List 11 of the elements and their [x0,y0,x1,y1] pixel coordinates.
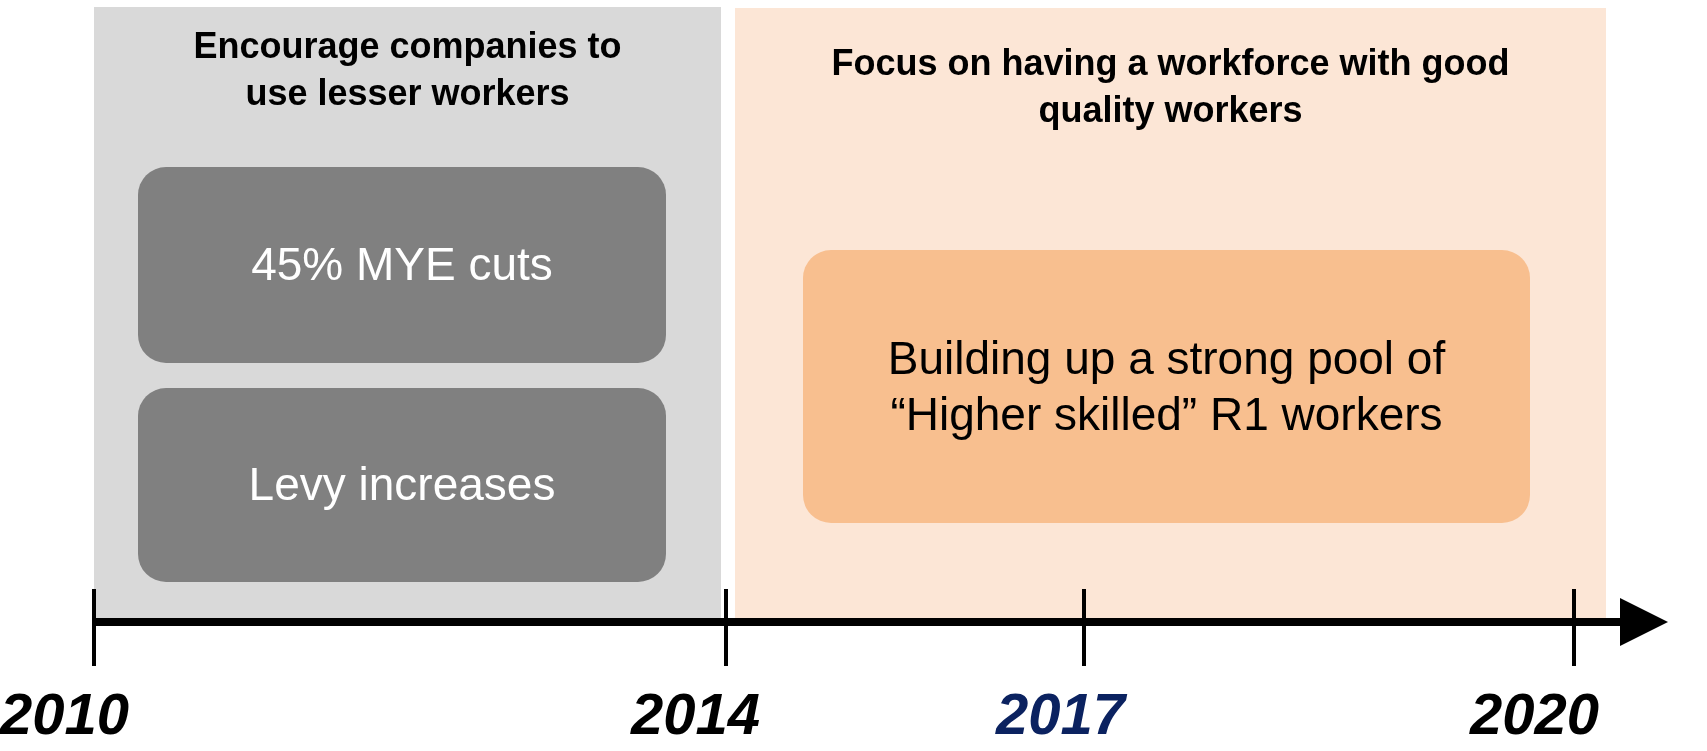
rounded-box: Building up a strong pool of “Higher skilled” R1 workers [803,250,1530,523]
phase-panel [735,8,1606,618]
year-label: 2010 [0,685,130,743]
phase-heading: Focus on having a workforce with good quality workers [830,41,1511,132]
year-label: 2017 [996,685,1126,743]
year-label: 2020 [1470,685,1600,743]
year-label: 2014 [631,685,761,743]
phase-panel [94,7,721,618]
rounded-box: 45% MYE cuts [138,167,666,363]
rounded-box: Levy increases [138,388,666,582]
phase-heading: Encourage companies to use lesser workers [192,24,623,115]
